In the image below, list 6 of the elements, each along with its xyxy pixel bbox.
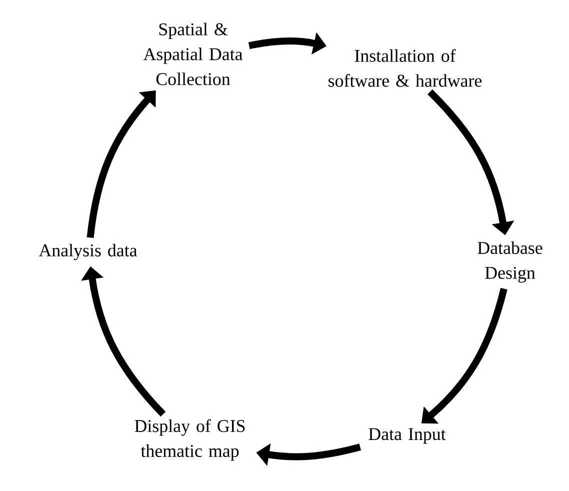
step-label: Data Input bbox=[368, 428, 446, 444]
step-label: Database Design bbox=[478, 241, 542, 283]
step-label: Analysis data bbox=[38, 244, 138, 260]
step-label: Display of GIS thematic map bbox=[134, 419, 245, 461]
step-label: Spatial & Aspatial Data Collection bbox=[143, 22, 243, 86]
step-label: Installation of software & hardware bbox=[328, 49, 482, 87]
